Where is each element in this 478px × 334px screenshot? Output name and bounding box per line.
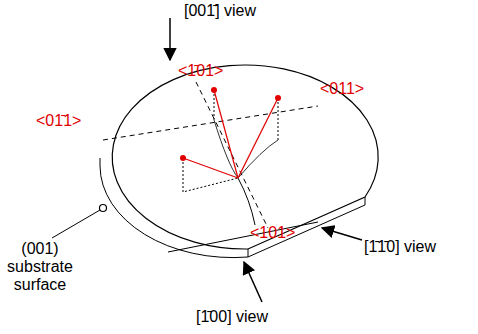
leader-dot [100, 205, 107, 212]
direction-label: <101> [250, 224, 295, 242]
view-arrow [169, 18, 171, 60]
leader-line [52, 210, 100, 238]
view-arrow [322, 228, 362, 240]
substrate-surface [112, 65, 378, 249]
direction-label: <011> [320, 80, 364, 98]
surface-line [168, 222, 318, 252]
view-label: [1̄00] view [196, 308, 268, 326]
direction-label: <01̄1> [36, 112, 81, 130]
direction-label: <1̄01> [178, 62, 223, 80]
direction-line [103, 106, 318, 140]
view-label: [1̄1̄0] view [364, 238, 436, 256]
bond-star [180, 87, 281, 225]
direction-line [196, 82, 268, 228]
view-label: [001̄] view [184, 2, 256, 20]
view-arrow [244, 262, 262, 302]
surface-label: (001) substrate surface [2, 240, 78, 294]
